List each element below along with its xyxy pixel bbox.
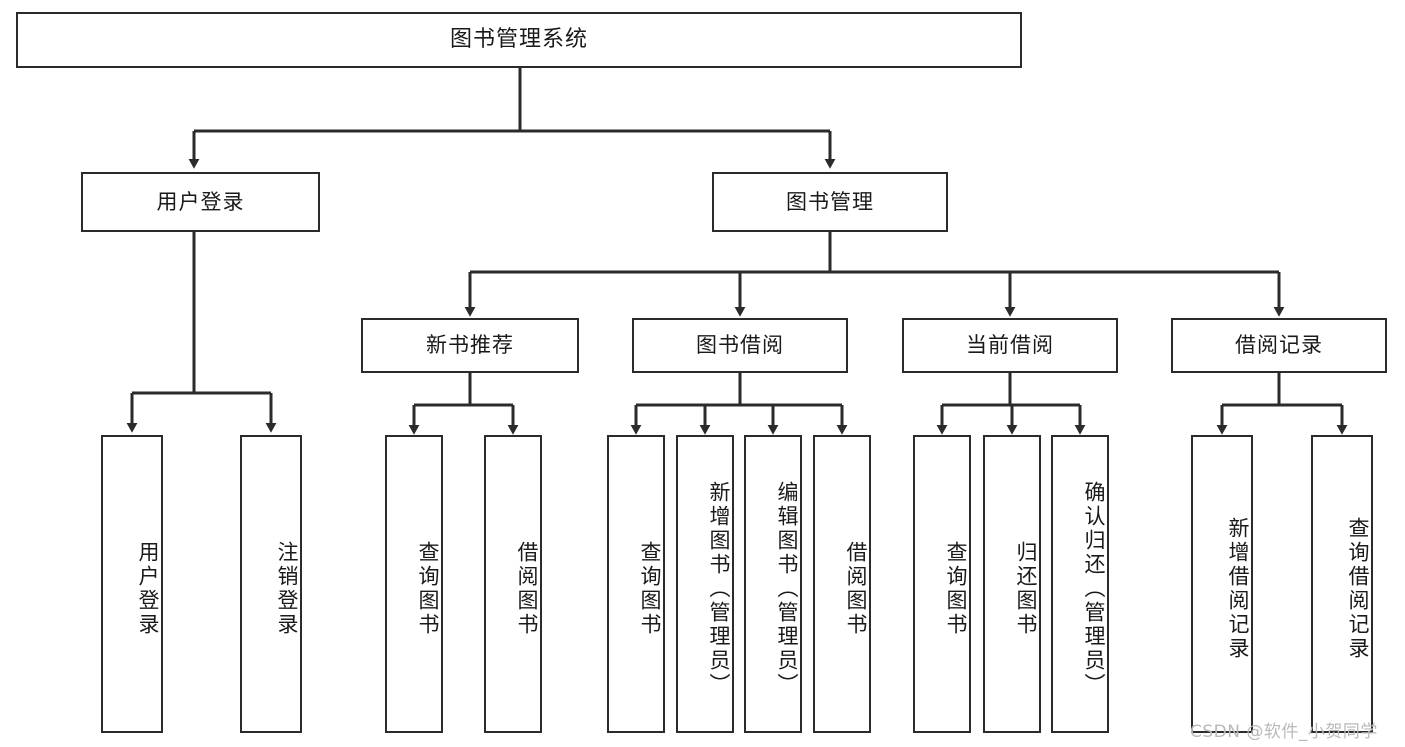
node-book-borrow[interactable]: 图书借阅 <box>632 318 848 373</box>
leaf-query-book-recommend-label: 查询图书 <box>416 541 440 637</box>
leaf-query-borrow-record-label: 查询借阅记录 <box>1346 517 1370 661</box>
node-current-borrow[interactable]: 当前借阅 <box>902 318 1118 373</box>
leaf-add-book-admin-label: 新增图书（管理员） <box>707 481 731 697</box>
node-book-management[interactable]: 图书管理 <box>712 172 948 232</box>
leaf-borrow-book-recommend-label: 借阅图书 <box>515 541 539 637</box>
leaf-borrow-book-label: 借阅图书 <box>844 541 868 637</box>
leaf-user-login[interactable]: 用户登录 <box>101 435 163 733</box>
node-book-borrow-label: 图书借阅 <box>696 333 784 358</box>
leaf-add-book-admin[interactable]: 新增图书（管理员） <box>676 435 734 733</box>
current-borrow-connectors <box>936 373 1086 435</box>
leaf-return-book-label: 归还图书 <box>1014 541 1038 637</box>
book-borrow-connectors <box>630 373 848 435</box>
leaf-return-book[interactable]: 归还图书 <box>983 435 1041 733</box>
new-book-connectors <box>408 373 519 435</box>
leaf-confirm-return-admin[interactable]: 确认归还（管理员） <box>1051 435 1109 733</box>
leaf-edit-book-admin[interactable]: 编辑图书（管理员） <box>744 435 802 733</box>
leaf-confirm-return-admin-label: 确认归还（管理员） <box>1082 481 1106 697</box>
leaf-logout[interactable]: 注销登录 <box>240 435 302 733</box>
leaf-logout-label: 注销登录 <box>275 541 299 637</box>
leaf-add-borrow-record[interactable]: 新增借阅记录 <box>1191 435 1253 733</box>
node-borrow-record[interactable]: 借阅记录 <box>1171 318 1387 373</box>
leaf-edit-book-admin-label: 编辑图书（管理员） <box>775 481 799 697</box>
node-root-label: 图书管理系统 <box>449 27 588 53</box>
borrow-record-connectors <box>1216 373 1348 435</box>
leaf-borrow-book-recommend[interactable]: 借阅图书 <box>484 435 542 733</box>
watermark: CSDN @软件_小贺同学 <box>1190 717 1378 742</box>
leaf-query-book-current[interactable]: 查询图书 <box>913 435 971 733</box>
user-login-connectors <box>126 232 277 433</box>
leaf-user-login-label: 用户登录 <box>136 541 160 637</box>
node-book-management-label: 图书管理 <box>786 189 874 214</box>
leaf-query-book-borrow[interactable]: 查询图书 <box>607 435 665 733</box>
leaf-add-borrow-record-label: 新增借阅记录 <box>1226 517 1250 661</box>
leaf-query-book-borrow-label: 查询图书 <box>638 541 662 637</box>
leaf-query-book-recommend[interactable]: 查询图书 <box>385 435 443 733</box>
node-current-borrow-label: 当前借阅 <box>966 333 1054 358</box>
leaf-query-borrow-record[interactable]: 查询借阅记录 <box>1311 435 1373 733</box>
node-user-login-label: 用户登录 <box>156 189 245 214</box>
leaf-query-book-current-label: 查询图书 <box>944 541 968 637</box>
book-manage-connectors <box>464 232 1285 317</box>
node-new-book-recommend-label: 新书推荐 <box>426 333 514 358</box>
node-user-login[interactable]: 用户登录 <box>81 172 320 232</box>
node-root[interactable]: 图书管理系统 <box>16 12 1022 68</box>
watermark-text: CSDN @软件_小贺同学 <box>1190 722 1378 742</box>
leaf-borrow-book[interactable]: 借阅图书 <box>813 435 871 733</box>
node-borrow-record-label: 借阅记录 <box>1235 333 1323 358</box>
root-connectors <box>188 68 836 169</box>
node-new-book-recommend[interactable]: 新书推荐 <box>361 318 579 373</box>
